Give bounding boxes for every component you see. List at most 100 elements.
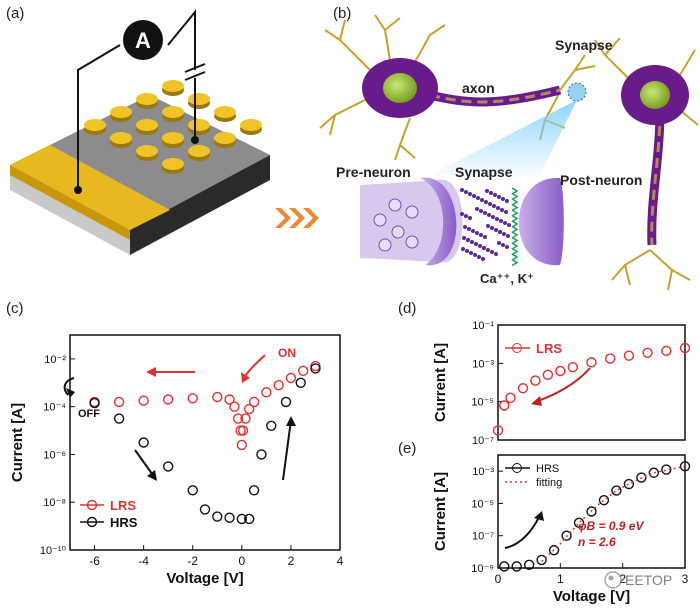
receptor xyxy=(511,192,519,201)
neurotransmitter xyxy=(470,240,474,244)
data-point-lrs xyxy=(605,353,616,364)
data-point-lrs xyxy=(661,345,672,357)
neurotransmitter xyxy=(483,211,487,215)
neurotransmitter xyxy=(475,207,479,211)
neurotransmitter xyxy=(489,191,493,195)
dendrite-branch xyxy=(394,117,411,161)
data-point-hrs xyxy=(243,513,255,525)
on-annotation: ON xyxy=(278,346,296,360)
fit-barrier-text: φB = 0.9 eV xyxy=(578,519,644,533)
electrode-pad xyxy=(188,119,210,131)
neurotransmitter xyxy=(483,235,487,239)
neurotransmitter xyxy=(487,213,491,217)
neurotransmitter xyxy=(464,190,468,194)
neurotransmitter xyxy=(501,243,505,247)
legend-marker xyxy=(512,343,522,353)
data-point-lrs xyxy=(236,439,248,451)
neurotransmitter xyxy=(469,251,473,255)
neurotransmitter xyxy=(476,196,480,200)
neuron-illustration xyxy=(319,14,699,291)
neurotransmitter xyxy=(494,252,498,256)
data-point-lrs xyxy=(273,379,284,391)
vesicle xyxy=(388,198,402,212)
y-tick-label: 10⁻⁵ xyxy=(471,498,494,510)
x-tick-label: 0 xyxy=(238,554,245,568)
dendrite-branch xyxy=(384,17,401,31)
neurotransmitter xyxy=(462,236,466,240)
neurotransmitter xyxy=(465,249,469,253)
neurotransmitter xyxy=(480,198,484,202)
neurotransmitter xyxy=(468,192,472,196)
legend-label: fitting xyxy=(536,477,562,489)
pre-neuron-label: Pre-neuron xyxy=(336,164,411,180)
data-point-hrs xyxy=(511,561,522,572)
neurotransmitter xyxy=(497,241,501,245)
x-tick-label: -6 xyxy=(89,554,100,568)
y-tick-label: 10⁻¹ xyxy=(472,320,494,332)
contact-dot-left xyxy=(74,186,82,194)
x-tick-label: 2 xyxy=(288,554,295,568)
arrow-head xyxy=(286,416,296,426)
neurotransmitter xyxy=(505,199,509,203)
data-point-hrs xyxy=(256,449,267,460)
arrow-head xyxy=(66,388,75,398)
data-point-lrs xyxy=(642,347,653,358)
data-point-lrs xyxy=(542,369,554,381)
neurotransmitter xyxy=(484,200,488,204)
neurotransmitter xyxy=(505,245,509,249)
electrode-pad xyxy=(136,145,158,157)
dendrite-branch xyxy=(574,65,596,71)
x-tick-label: 2 xyxy=(619,572,626,586)
electrode-pad xyxy=(240,119,262,131)
data-point-lrs xyxy=(297,365,309,377)
data-point-hrs xyxy=(636,472,647,483)
data-point-hrs xyxy=(661,464,672,475)
x-tick-label: -2 xyxy=(187,554,198,568)
dendrite-branch xyxy=(329,114,336,136)
neurotransmitter xyxy=(495,217,499,221)
legend-label: HRS xyxy=(536,463,559,475)
neurotransmitter xyxy=(467,227,471,231)
neurotransmitter xyxy=(492,204,496,208)
legend-marker xyxy=(512,463,522,473)
neurotransmitter xyxy=(503,221,507,225)
data-point-lrs xyxy=(586,357,597,368)
neurotransmitter xyxy=(501,197,505,201)
data-point-lrs xyxy=(530,375,541,386)
data-point-hrs xyxy=(598,495,610,506)
legend-label: LRS xyxy=(536,341,562,356)
dendrite-branch xyxy=(624,264,631,286)
data-point-hrs xyxy=(623,478,635,490)
plot-frame xyxy=(497,454,686,569)
x-tick-label: 3 xyxy=(682,572,689,586)
data-point-lrs xyxy=(162,394,174,405)
data-point-lrs xyxy=(505,392,516,404)
x-axis-label: Voltage [V] xyxy=(553,588,630,605)
data-point-hrs xyxy=(295,377,306,388)
ammeter-icon xyxy=(123,20,163,60)
direction-arrow xyxy=(63,377,75,396)
dendrite-branch xyxy=(667,269,673,291)
electrode-pad xyxy=(84,119,106,131)
arrow-head xyxy=(531,396,542,406)
watermark-text: EETOP xyxy=(625,572,672,588)
neurotransmitter xyxy=(486,224,490,228)
neurotransmitter xyxy=(460,212,464,216)
y-tick-label: 10⁻² xyxy=(44,354,66,366)
y-tick-label: 10⁻⁹ xyxy=(471,563,494,575)
data-point-hrs xyxy=(212,511,223,522)
neurotransmitter xyxy=(491,215,495,219)
neurotransmitter xyxy=(506,234,510,238)
electrode-pad xyxy=(214,132,236,144)
y-tick-label: 10⁻⁷ xyxy=(472,531,494,543)
arrow-head xyxy=(147,470,157,481)
receptor xyxy=(511,247,519,256)
synapse-top-label: Synapse xyxy=(555,37,613,53)
electrode-pad xyxy=(162,106,184,118)
arrow-head xyxy=(241,372,250,383)
dendrite-branch xyxy=(604,37,621,56)
receptor xyxy=(511,242,519,250)
legend-label: LRS xyxy=(110,498,136,513)
